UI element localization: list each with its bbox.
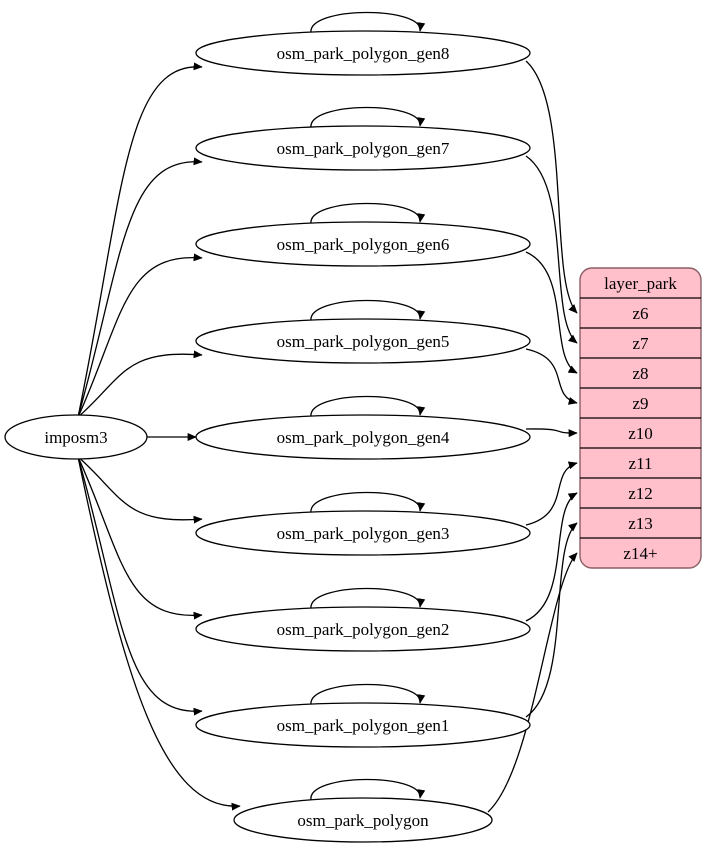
edge-imposm3-to-osm_park_polygon_gen7 (77, 157, 203, 418)
node-label: osm_park_polygon_gen4 (277, 428, 450, 447)
layer-park-group: layer_park z6 z7 z8 z9 z10 z11 z12 z13 z14+ (579, 267, 702, 569)
node-label: osm_park_polygon_gen7 (277, 139, 450, 158)
edge-imposm3-to-osm_park_polygon_gen5 (77, 350, 203, 418)
table-row-z7[interactable]: z7 (632, 334, 649, 353)
node-label: osm_park_polygon_gen8 (277, 44, 450, 63)
table-row-z11[interactable]: z11 (629, 454, 653, 473)
edge-imposm3-to-osm_park_polygon_gen3 (77, 456, 203, 524)
edge-imposm3-to-osm_park_polygon_gen1 (77, 456, 203, 716)
node-osm_park_polygon_gen6[interactable]: osm_park_polygon_gen6 (195, 221, 531, 267)
node-label: osm_park_polygon_gen2 (277, 620, 450, 639)
node-label: osm_park_polygon_gen5 (277, 332, 450, 351)
node-osm_park_polygon_gen4[interactable]: osm_park_polygon_gen4 (195, 414, 531, 460)
edge-imposm3-to-osm_park_polygon_gen8 (77, 62, 203, 418)
node-osm_park_polygon_gen8[interactable]: osm_park_polygon_gen8 (195, 30, 531, 76)
table-row-z12[interactable]: z12 (628, 484, 653, 503)
node-label: osm_park_polygon_gen3 (277, 524, 450, 543)
node-shape (195, 510, 531, 556)
edge-osm_park_polygon_gen4-to-z10 (525, 428, 578, 438)
node-shape (195, 125, 531, 171)
edge-osm_park_polygon_gen3-to-z11 (525, 461, 578, 526)
node-shape (195, 30, 531, 76)
node-shape (195, 414, 531, 460)
node-osm_park_polygon[interactable]: osm_park_polygon (233, 797, 493, 843)
node-shape (195, 702, 531, 748)
node-osm_park_polygon_gen1[interactable]: osm_park_polygon_gen1 (195, 702, 531, 748)
edge-osm_park_polygon-to-z14+ (487, 552, 578, 813)
self-loop-edge-osm_park_polygon (310, 778, 426, 801)
node-osm_park_polygon_gen2[interactable]: osm_park_polygon_gen2 (195, 606, 531, 652)
edges-group (77, 11, 578, 813)
self-loop-edge-osm_park_polygon_gen3 (310, 491, 426, 514)
self-loop-edge-osm_park_polygon_gen5 (310, 299, 426, 322)
table-row-z10[interactable]: z10 (628, 424, 653, 443)
edge-osm_park_polygon_gen6-to-z8 (525, 251, 578, 374)
edge-osm_park_polygon_gen2-to-z12 (525, 492, 578, 622)
node-label: osm_park_polygon (297, 811, 429, 830)
node-shape (4, 414, 148, 460)
self-loop-edge-osm_park_polygon_gen8 (310, 11, 426, 34)
table-row-z9[interactable]: z9 (632, 394, 648, 413)
layer-park-header: layer_park (604, 274, 677, 293)
node-shape (195, 606, 531, 652)
self-loop-edge-osm_park_polygon_gen7 (310, 106, 426, 129)
edge-imposm3-to-osm_park_polygon_gen2 (77, 456, 203, 620)
nodes-group: imposm3 osm_park_polygon_gen8 osm_park_pol… (4, 30, 531, 843)
node-osm_park_polygon_gen7[interactable]: osm_park_polygon_gen7 (195, 125, 531, 171)
edge-imposm3-to-osm_park_polygon_gen6 (77, 253, 203, 418)
self-loop-edge-osm_park_polygon_gen2 (310, 587, 426, 610)
node-osm_park_polygon_gen5[interactable]: osm_park_polygon_gen5 (195, 318, 531, 364)
self-loop-edge-osm_park_polygon_gen1 (310, 683, 426, 706)
table-row-z13[interactable]: z13 (628, 514, 653, 533)
edge-osm_park_polygon_gen1-to-z13 (525, 522, 578, 718)
node-label: osm_park_polygon_gen6 (277, 235, 450, 254)
node-imposm3[interactable]: imposm3 (4, 414, 148, 460)
node-label: imposm3 (44, 428, 107, 447)
node-osm_park_polygon_gen3[interactable]: osm_park_polygon_gen3 (195, 510, 531, 556)
table-row-z8[interactable]: z8 (632, 364, 648, 383)
edge-osm_park_polygon_gen7-to-z7 (525, 155, 578, 344)
node-label: osm_park_polygon_gen1 (277, 716, 450, 735)
table-row-z14+[interactable]: z14+ (623, 544, 657, 563)
node-shape (195, 318, 531, 364)
edge-osm_park_polygon_gen8-to-z6 (525, 60, 578, 314)
table-row-z6[interactable]: z6 (632, 304, 648, 323)
edge-imposm3-to-osm_park_polygon (77, 456, 241, 811)
edge-osm_park_polygon_gen5-to-z9 (525, 348, 578, 405)
node-shape (233, 797, 493, 843)
self-loop-edge-osm_park_polygon_gen6 (310, 202, 426, 225)
node-shape (195, 221, 531, 267)
self-loop-edge-osm_park_polygon_gen4 (310, 395, 426, 418)
